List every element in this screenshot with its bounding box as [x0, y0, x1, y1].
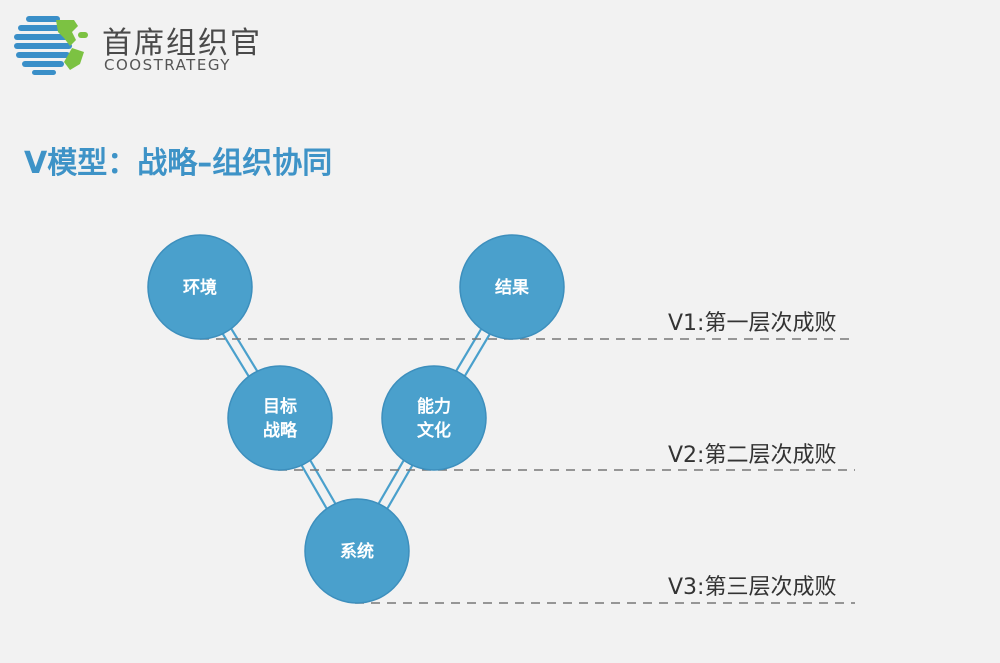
level-label-v1: V1:第一层次成败	[668, 311, 836, 336]
node-label-goal: 目标	[263, 396, 297, 417]
node-label-system: 系统	[340, 541, 374, 562]
brand-logo: 首席组织官 COOSTRATEGY	[12, 12, 260, 82]
level-label-v2: V2:第二层次成败	[668, 443, 836, 468]
level-label-v3: V3:第三层次成败	[668, 575, 836, 600]
node-circle-goal	[227, 365, 333, 471]
node-circle-system	[304, 498, 410, 604]
node-env: 环境	[147, 234, 253, 340]
node-label-ability: 文化	[417, 420, 451, 441]
node-label-env: 环境	[183, 277, 217, 298]
node-result: 结果	[459, 234, 565, 340]
level-labels: V1:第一层次成败 V2:第二层次成败 V3:第三层次成败	[668, 311, 836, 600]
node-label-ability: 能力	[417, 396, 451, 417]
node-system: 系统	[304, 498, 410, 604]
node-circle-env	[147, 234, 253, 340]
brand-name-en: COOSTRATEGY	[104, 56, 231, 74]
node-label-result: 结果	[495, 277, 529, 298]
node-circle-result	[459, 234, 565, 340]
brand-name-cn: 首席组织官	[102, 26, 262, 61]
level-lines	[200, 338, 855, 604]
globe-logo-icon	[14, 16, 88, 75]
page-title: V模型：战略–组织协同	[24, 146, 333, 181]
node-label-goal: 战略	[263, 420, 298, 441]
node-circle-ability	[381, 365, 487, 471]
